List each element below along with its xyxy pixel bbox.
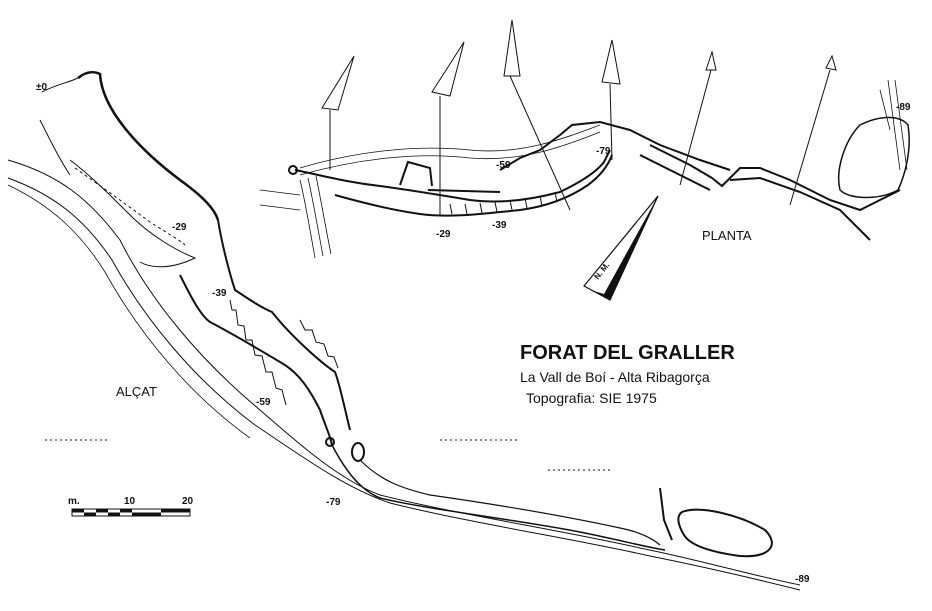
plan-label-59: -59 <box>496 160 511 171</box>
elevation-surface-line <box>7 159 801 586</box>
elevation-label-39: -39 <box>212 288 227 299</box>
plan-label-29: -29 <box>436 229 451 240</box>
north-arrow: N. M. <box>583 195 659 301</box>
elevation-view-label: ALÇAT <box>116 384 157 399</box>
final-chamber <box>659 487 773 558</box>
bearing-markers <box>321 19 837 215</box>
lower-gallery <box>331 444 666 551</box>
sump-chamber <box>351 442 365 462</box>
elevation-view <box>7 71 801 591</box>
entrance-shaft-inner <box>39 77 79 176</box>
main-passage-lower <box>179 274 333 446</box>
plan-label-39: -39 <box>492 220 507 231</box>
map-title: FORAT DEL GRALLER <box>520 342 735 364</box>
map-subtitle: La Vall de Boí - Alta Ribagorça <box>520 369 710 385</box>
plan-label-89: -89 <box>896 102 911 113</box>
lower-gallery-ceiling <box>359 459 661 546</box>
chamber-29-floor <box>74 167 186 246</box>
map-credits: Topografia: SIE 1975 <box>526 390 657 406</box>
plan-entrance-contours <box>259 175 332 259</box>
elevation-label-79: -79 <box>326 497 341 508</box>
dashed-ceiling <box>45 439 610 471</box>
scale-bar: m. 10 20 <box>68 496 194 517</box>
plan-terminal-lines <box>879 79 908 171</box>
plan-label-79: -79 <box>596 146 611 157</box>
plan-view <box>259 19 910 259</box>
scale-tick-20: 20 <box>182 496 194 507</box>
stepped-wall-2 <box>299 319 339 369</box>
gallery-rungs <box>449 191 558 215</box>
elevation-label-top: ±0 <box>36 82 47 93</box>
elevation-label-29: -29 <box>172 222 187 233</box>
scale-unit: m. <box>68 496 80 507</box>
chamber-29 <box>69 159 197 268</box>
plan-view-label: PLANTA <box>702 228 752 243</box>
stepped-wall <box>229 299 287 406</box>
plan-passage-outline-2 <box>334 154 613 217</box>
elevation-surface-line-3 <box>7 184 251 439</box>
elevation-label-89: -89 <box>795 574 810 585</box>
scale-tick-10: 10 <box>124 496 136 507</box>
plan-east-passage-2 <box>639 154 871 241</box>
plan-passage-outline <box>294 149 611 203</box>
elevation-label-59: -59 <box>256 397 271 408</box>
main-passage <box>217 219 351 431</box>
shaft-pit <box>325 437 335 447</box>
elevation-surface-line-2 <box>7 177 801 591</box>
entrance-shaft <box>77 71 220 221</box>
plan-entrance-mark <box>288 165 298 175</box>
plan-surface-lines <box>299 124 601 176</box>
plan-east-passage <box>649 144 901 212</box>
